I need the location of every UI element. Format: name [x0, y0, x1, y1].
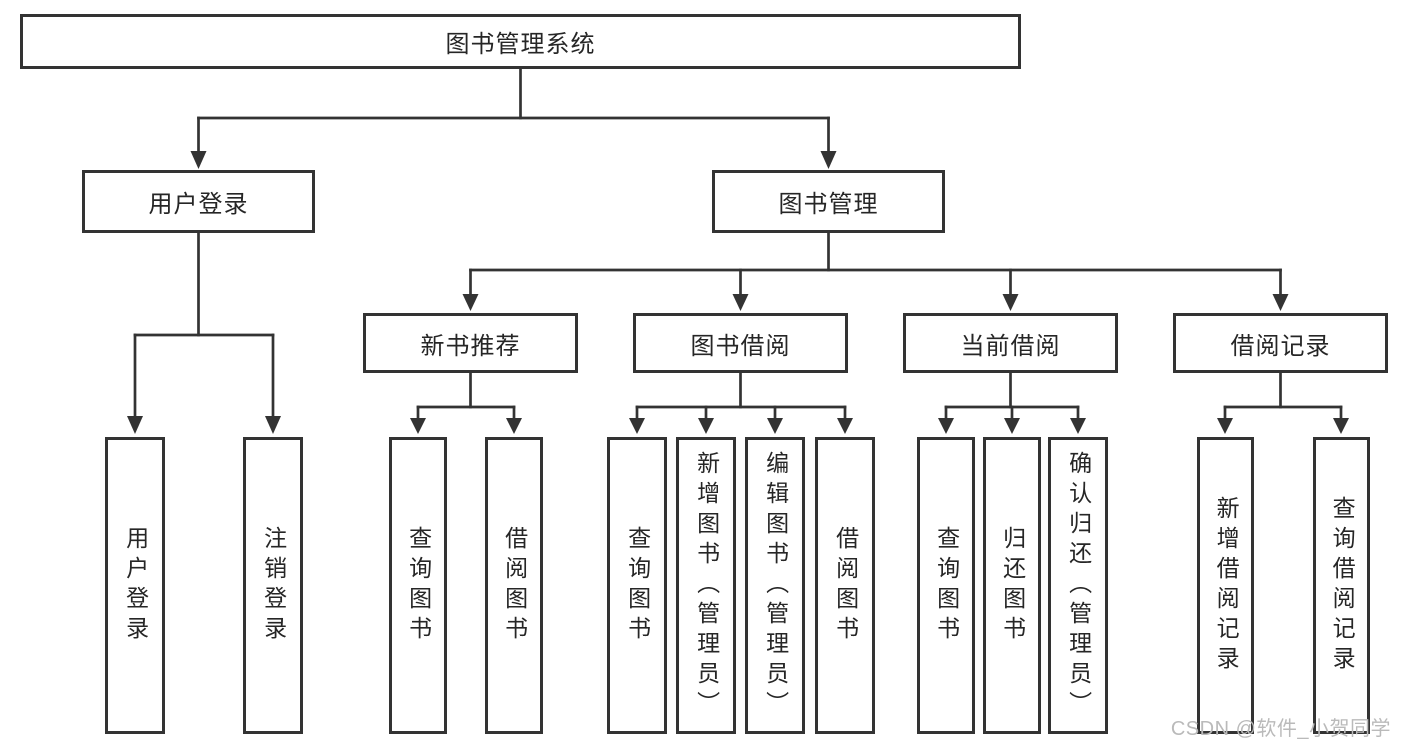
node-label: 查询图书: [405, 525, 432, 646]
watermark: CSDN @软件_小贺同学: [1170, 718, 1391, 740]
node-label: 注销登录: [260, 525, 287, 646]
node-label: 借阅图书: [501, 525, 528, 646]
node-label: 用户登录: [148, 191, 249, 218]
leaf-query-books-borrow: 查询图书: [607, 437, 667, 734]
node-book-borrowing: 图书借阅: [633, 313, 848, 373]
leaf-borrow-books-borrow: 借阅图书: [815, 437, 875, 734]
node-label: 查询借阅记录: [1329, 495, 1356, 676]
node-label: 借阅图书: [832, 525, 859, 646]
leaf-return-books: 归还图书: [983, 437, 1041, 734]
leaf-confirm-return-admin: 确认归还（管理员）: [1048, 437, 1108, 734]
leaf-borrow-books-recommend: 借阅图书: [485, 437, 543, 734]
leaf-add-books-admin: 新增图书（管理员）: [676, 437, 736, 734]
node-label: 编辑图书（管理员）: [762, 450, 789, 721]
node-current-borrowing: 当前借阅: [903, 313, 1118, 373]
node-new-book-recommendation: 新书推荐: [363, 313, 578, 373]
node-root-system: 图书管理系统: [20, 14, 1021, 69]
node-label: 新书推荐: [420, 332, 521, 360]
leaf-user-login: 用户登录: [105, 437, 165, 734]
node-label: 借阅记录: [1230, 332, 1331, 360]
node-label: 图书管理系统: [445, 31, 596, 58]
node-label: 新增借阅记录: [1213, 495, 1240, 676]
node-label: 归还图书: [999, 525, 1026, 646]
node-label: 确认归还（管理员）: [1065, 450, 1092, 721]
leaf-edit-books-admin: 编辑图书（管理员）: [745, 437, 805, 734]
node-book-management: 图书管理: [712, 170, 945, 233]
leaf-query-borrow-record: 查询借阅记录: [1313, 437, 1370, 734]
leaf-logout: 注销登录: [243, 437, 303, 734]
node-borrowing-records: 借阅记录: [1173, 313, 1388, 373]
leaf-query-books-current: 查询图书: [917, 437, 975, 734]
node-label: 用户登录: [122, 525, 149, 646]
leaf-add-borrow-record: 新增借阅记录: [1197, 437, 1254, 734]
leaf-query-books-recommend: 查询图书: [389, 437, 447, 734]
node-label: 查询图书: [624, 525, 651, 646]
node-user-login: 用户登录: [82, 170, 315, 233]
node-label: 图书管理: [778, 191, 879, 218]
node-label: 当前借阅: [960, 332, 1061, 360]
node-label: 图书借阅: [690, 332, 791, 360]
node-label: 新增图书（管理员）: [693, 450, 720, 721]
node-label: 查询图书: [933, 525, 960, 646]
